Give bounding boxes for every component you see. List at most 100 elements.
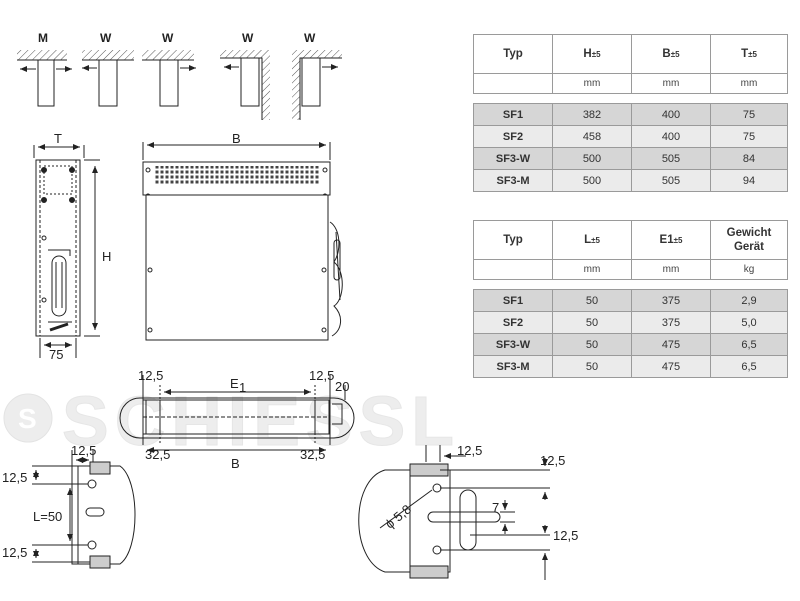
table-cell: 6,5: [710, 355, 788, 378]
table-cell: 458: [552, 125, 632, 148]
bracket-detail-right: [358, 445, 550, 580]
table-cell: 50: [552, 355, 632, 378]
table-cell: SF3-W: [473, 147, 553, 170]
unit-cell: mm: [631, 259, 711, 280]
table-cell: 50: [552, 333, 632, 356]
table-cell: 505: [631, 169, 711, 192]
mounting-label: W: [162, 31, 174, 45]
table-cell: 94: [710, 169, 788, 192]
column-header: B±5: [631, 34, 711, 74]
bracket-left-labels: 12,5 12,5 L=50 12,5: [2, 443, 96, 560]
table-cell: 50: [552, 311, 632, 334]
table-row: SF3-W 500 505 84: [473, 147, 788, 170]
dim-label-75: 75: [49, 347, 63, 362]
dim-label: 12,5: [553, 528, 578, 543]
mounting-label: W: [304, 31, 316, 45]
table-row: SF3-M 50 475 6,5: [473, 355, 788, 378]
dim-label-h: H: [102, 249, 111, 264]
column-header: Gewicht Gerät: [710, 220, 788, 260]
table-cell: SF2: [473, 311, 553, 334]
dimensions-table: Typ H±5 B±5 T±5 mm mm mm SF1 382 400 75 …: [473, 34, 788, 192]
mounting-labels: M W W W W: [38, 31, 316, 45]
side-view-labels: T H 75: [49, 131, 111, 362]
mounting-label: M: [38, 31, 48, 45]
column-header: H±5: [552, 34, 632, 74]
mounting-label: W: [100, 31, 112, 45]
table-cell: 382: [552, 103, 632, 126]
table-cell: 84: [710, 147, 788, 170]
table-header-row: Typ L±5 E1±5 Gewicht Gerät: [473, 220, 788, 260]
mounting-weight-table: Typ L±5 E1±5 Gewicht Gerät mm mm kg SF1 …: [473, 220, 788, 378]
watermark-text: SCHIESSL: [62, 382, 460, 460]
dim-label-7: 7: [492, 500, 499, 515]
dim-label-e1: E: [230, 376, 239, 391]
column-header: Typ: [473, 220, 553, 260]
dim-label-e-left: 12,5: [138, 368, 163, 383]
table-row: SF3-W 50 475 6,5: [473, 333, 788, 356]
table-cell: SF2: [473, 125, 553, 148]
table-cell: 75: [710, 125, 788, 148]
column-header: E1±5: [631, 220, 711, 260]
dim-label: 12,5: [2, 470, 27, 485]
mounting-icon-wall-1: [82, 50, 134, 107]
unit-cell: mm: [552, 73, 632, 94]
column-header: T±5: [710, 34, 788, 74]
table-row: SF2 50 375 5,0: [473, 311, 788, 334]
unit-cell: mm: [552, 259, 632, 280]
mounting-icon-wall-3: [220, 50, 270, 120]
dim-label-b: B: [232, 131, 241, 146]
table-cell: 75: [710, 103, 788, 126]
table-cell: 375: [631, 289, 711, 312]
dim-label-t: T: [54, 131, 62, 146]
svg-text:S: S: [18, 403, 37, 434]
table-cell: 500: [552, 147, 632, 170]
dim-label-b-right: 32,5: [300, 447, 325, 462]
front-view: [142, 142, 343, 341]
table-cell: SF1: [473, 289, 553, 312]
unit-cell: mm: [631, 73, 711, 94]
unit-cell: mm: [710, 73, 788, 94]
table-header-row: Typ H±5 B±5 T±5: [473, 34, 788, 74]
table-row: SF1 382 400 75: [473, 103, 788, 126]
table-cell: 475: [631, 355, 711, 378]
table-cell: 400: [631, 103, 711, 126]
table-cell: 475: [631, 333, 711, 356]
dim-label-e1-sub: 1: [239, 380, 246, 395]
table-cell: 6,5: [710, 333, 788, 356]
table-cell: 500: [552, 169, 632, 192]
unit-cell: [473, 259, 553, 280]
mounting-icon-ceiling: [17, 50, 72, 107]
dim-label-b-mid: B: [231, 456, 240, 471]
table-cell: 5,0: [710, 311, 788, 334]
table-cell: 400: [631, 125, 711, 148]
column-header: L±5: [552, 220, 632, 260]
dim-label: 12,5: [540, 453, 565, 468]
dim-label-l50: L=50: [33, 509, 62, 524]
bracket-detail-left: [32, 450, 136, 569]
mounting-label: W: [242, 31, 254, 45]
dim-label: 12,5: [2, 545, 27, 560]
unit-cell: [473, 73, 553, 94]
units-row: mm mm kg: [473, 259, 788, 280]
table-row: SF3-M 500 505 94: [473, 169, 788, 192]
dim-label-e-right: 12,5: [309, 368, 334, 383]
dim-label-b-left: 32,5: [145, 447, 170, 462]
dim-label: 12,5: [457, 443, 482, 458]
top-view: [119, 375, 355, 453]
dim-label-20: 20: [335, 379, 349, 394]
units-row: mm mm mm: [473, 73, 788, 94]
table-cell: SF1: [473, 103, 553, 126]
mounting-icon-wall-4: [292, 50, 342, 120]
table-cell: SF3-M: [473, 169, 553, 192]
table-cell: SF3-W: [473, 333, 553, 356]
table-row: SF1 50 375 2,9: [473, 289, 788, 312]
table-cell: 375: [631, 311, 711, 334]
mounting-icon-wall-2: [142, 50, 196, 107]
table-cell: 2,9: [710, 289, 788, 312]
unit-cell: kg: [710, 259, 788, 280]
side-view: [33, 144, 100, 358]
table-row: SF2 458 400 75: [473, 125, 788, 148]
table-cell: 50: [552, 289, 632, 312]
table-cell: SF3-M: [473, 355, 553, 378]
